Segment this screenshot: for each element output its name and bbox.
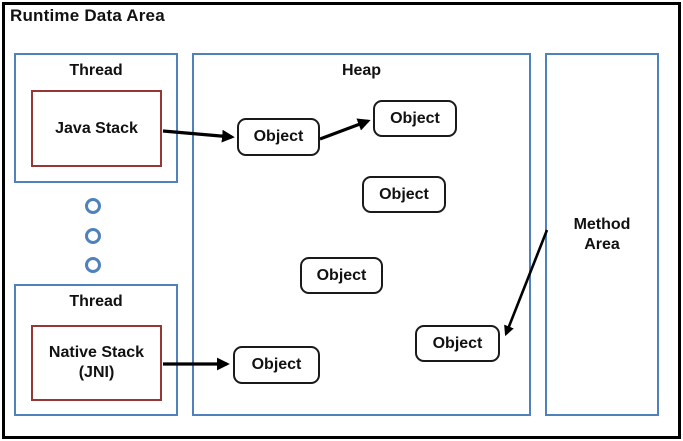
heap-object-label: Object xyxy=(432,334,483,352)
heap-object: Object xyxy=(362,176,446,213)
heap-object-label: Object xyxy=(390,109,440,127)
java-stack-box: Java Stack xyxy=(31,90,162,167)
java-stack-label: Java Stack xyxy=(55,119,138,137)
heap-object: Object xyxy=(233,346,320,384)
heap-object: Object xyxy=(415,325,500,362)
thread-ellipsis-dot xyxy=(85,198,101,214)
heap-object: Object xyxy=(300,257,383,294)
thread-top-label: Thread xyxy=(69,62,123,79)
heap-object-label: Object xyxy=(253,128,304,145)
thread-ellipsis-dot xyxy=(85,228,101,244)
heap-label: Heap xyxy=(341,62,382,79)
method-area-box: Method Area xyxy=(545,53,659,416)
heap-object-label: Object xyxy=(251,356,302,373)
heap-object-label: Object xyxy=(316,266,367,284)
thread-bottom-label: Thread xyxy=(69,293,123,310)
thread-ellipsis-dot xyxy=(85,257,101,273)
heap-object-label: Object xyxy=(379,185,429,203)
native-stack-label-line2: (JNI) xyxy=(78,364,115,381)
method-area-label-line1: Method xyxy=(573,215,631,233)
method-area-label: Method Area xyxy=(574,215,631,255)
diagram-title: Runtime Data Area xyxy=(10,6,165,25)
native-stack-label-line1: Native Stack xyxy=(48,344,145,361)
heap-object: Object xyxy=(237,118,320,156)
method-area-label-line2: Area xyxy=(584,235,620,253)
heap-object: Object xyxy=(373,100,457,137)
native-stack-box: Native Stack (JNI) xyxy=(31,325,162,401)
